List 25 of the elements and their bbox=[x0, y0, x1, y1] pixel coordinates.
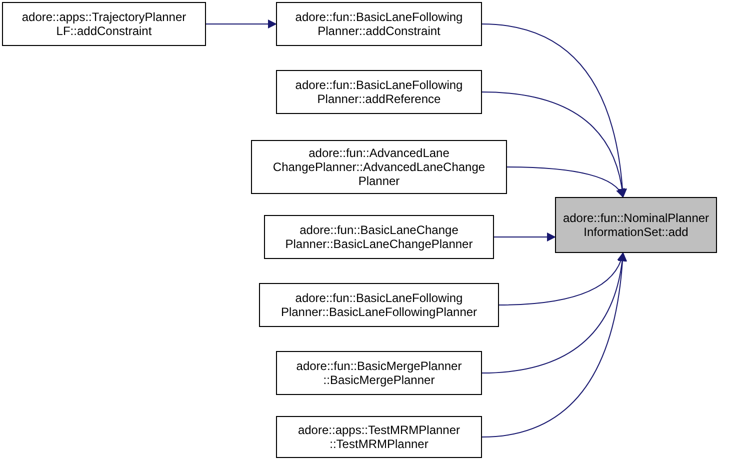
function-name: adore::fun::BasicLaneFollowing Planner::BasicLaneFollowingPlanner bbox=[280, 291, 478, 319]
function-name: adore::fun::BasicLaneFollowing Planner::addConstraint bbox=[294, 10, 464, 38]
function-box bbox=[259, 283, 499, 327]
function-name: adore::fun::BasicLaneChange Planner::BasicLaneChangePlanner bbox=[284, 223, 474, 251]
function-name: adore::fun::BasicLaneFollowing Planner::addReference bbox=[294, 78, 464, 106]
function-box bbox=[276, 351, 482, 395]
function-name: adore::fun::AdvancedLane ChangePlanner::AdvancedLaneChange Planner bbox=[272, 146, 486, 188]
call-arrow bbox=[206, 20, 277, 28]
function-box bbox=[555, 197, 717, 253]
call-arrow bbox=[506, 166, 624, 198]
function-name: adore::apps::TrajectoryPlanner LF::addConstraint bbox=[20, 10, 188, 38]
function-name: adore::fun::NominalPlanner InformationSet::add bbox=[562, 211, 710, 239]
call-arrow bbox=[482, 92, 626, 198]
function-box bbox=[2, 2, 206, 46]
function-box bbox=[276, 70, 482, 114]
function-box bbox=[276, 416, 482, 458]
call-arrow bbox=[494, 232, 556, 242]
function-box bbox=[264, 215, 494, 259]
call-arrow bbox=[482, 252, 627, 438]
function-name: adore::apps::TestMRMPlanner ::TestMRMPlanner bbox=[296, 423, 462, 451]
function-box bbox=[251, 140, 507, 194]
call-arrow bbox=[498, 252, 626, 306]
function-box bbox=[276, 2, 482, 46]
call-arrow bbox=[482, 24, 627, 198]
function-name: adore::fun::BasicMergePlanner ::BasicMergePlanner bbox=[295, 359, 463, 387]
